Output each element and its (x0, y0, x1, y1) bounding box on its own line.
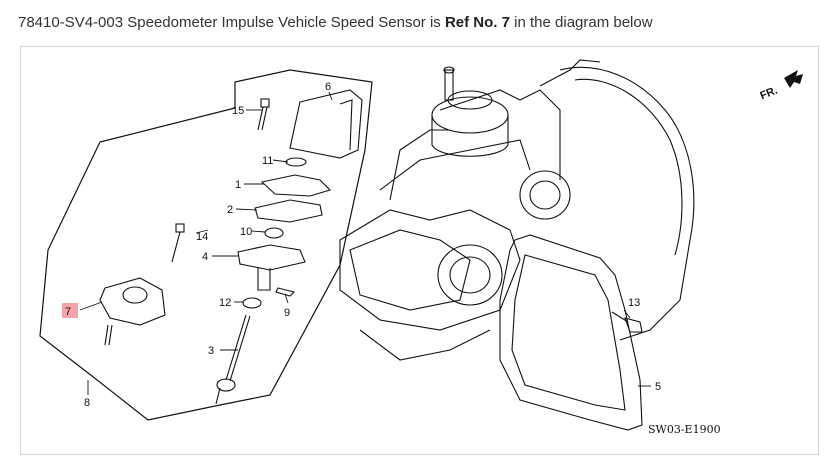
callout-8: 8 (84, 397, 90, 409)
ref-number: Ref No. 7 (444, 14, 510, 31)
callout-9: 9 (284, 307, 290, 319)
callout-4: 4 (202, 251, 208, 263)
callout-12: 12 (219, 297, 231, 309)
callout-3: 3 (208, 345, 214, 357)
subassembly-outline (39, 69, 373, 421)
callout-7: 7 (65, 306, 71, 318)
part-name: Speedometer Impulse Vehicle Speed Sensor (127, 14, 426, 31)
page-caption: 78410-SV4-003 Speedometer Impulse Vehicl… (18, 14, 653, 31)
diagram-code: SW03-E1900 (648, 423, 721, 436)
bolt-13 (611, 311, 643, 333)
front-label: FR. (758, 85, 779, 103)
cover-plate (499, 234, 643, 431)
leader-lines (79, 91, 651, 395)
callout-11: 11 (262, 155, 273, 167)
front-direction-arrow (784, 70, 803, 88)
callout-5: 5 (655, 381, 661, 393)
callout-14: 14 (196, 231, 208, 243)
caption-connector: is (425, 14, 445, 31)
highlight-7 (62, 303, 78, 318)
callout-2: 2 (227, 204, 233, 216)
small-parts (99, 89, 363, 405)
part-number: 78410-SV4-003 (18, 14, 124, 31)
callout-13: 13 (628, 297, 640, 309)
diagram-frame (20, 46, 819, 455)
transmission-case (339, 59, 695, 361)
caption-suffix: in the diagram below (509, 14, 653, 31)
callout-15: 15 (232, 105, 244, 117)
case-cylinder (431, 66, 509, 157)
callout-1: 1 (235, 179, 241, 191)
callout-6: 6 (325, 81, 331, 93)
callout-10: 10 (240, 226, 252, 238)
